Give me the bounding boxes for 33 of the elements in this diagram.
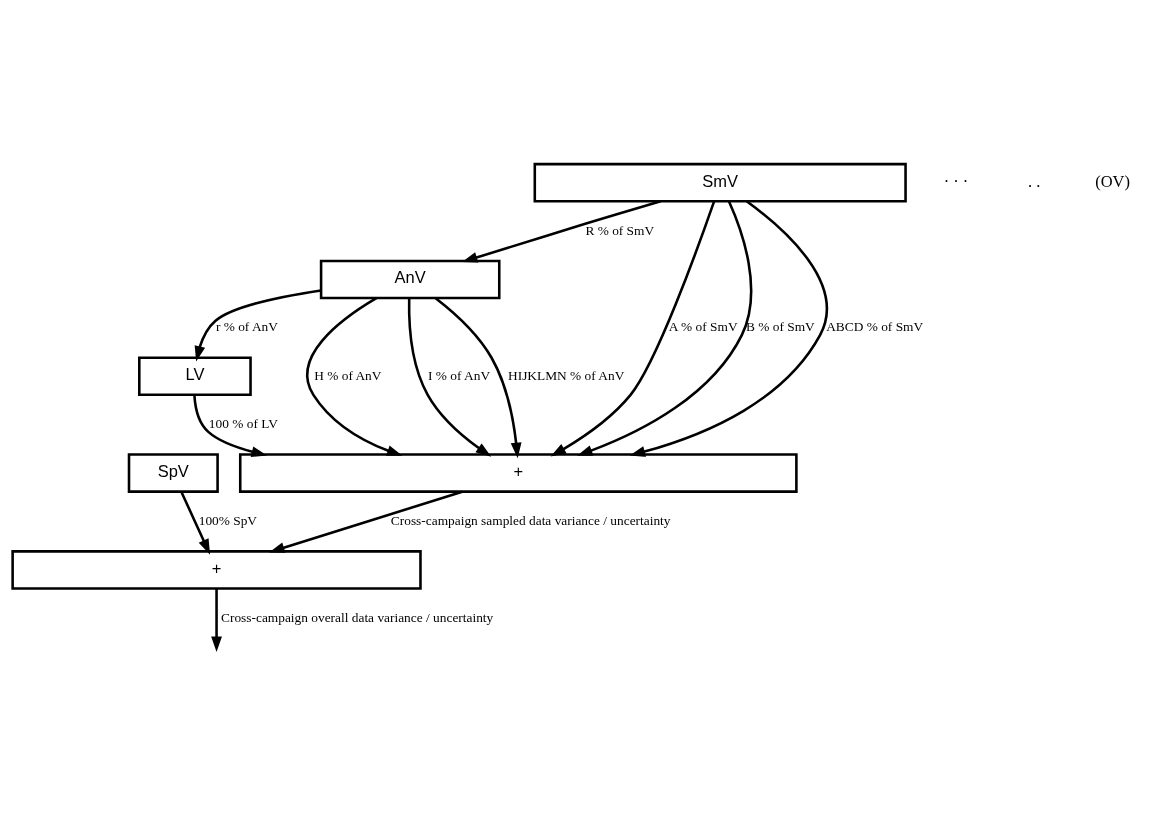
label: . .: [1028, 171, 1041, 191]
arrow: [306, 297, 403, 456]
edge-label: I % of AnV: [428, 367, 491, 383]
edge-label: R % of SmV: [585, 222, 655, 238]
arrow: [550, 200, 716, 457]
edge-label: 100% SpV: [198, 513, 258, 528]
edge-label: r % of AnV: [215, 319, 278, 335]
arrow: [434, 297, 522, 459]
arrow: [194, 289, 322, 362]
edge-label: H % of AnV: [314, 367, 382, 383]
edge-label: 100 % of LV: [208, 416, 278, 432]
arrow: [407, 298, 492, 457]
edge-label: Cross-campaign sampled data variance / uncertainty: [390, 513, 671, 528]
arrow: [629, 200, 828, 457]
edge-label: HIJKLMN % of AnV: [508, 367, 625, 383]
label: · · ·: [943, 171, 969, 191]
node-box: LV: [138, 356, 252, 397]
arrow: [577, 201, 753, 456]
arrow: [193, 394, 267, 457]
edge-label: B % of SmV: [746, 319, 815, 335]
node-box: +: [11, 550, 422, 590]
label: (OV): [1095, 171, 1130, 191]
node-box: AnV: [319, 259, 501, 300]
edge-label: A % of SmV: [668, 319, 738, 335]
edge-label: Cross-campaign overall data variance / uncertainty: [221, 609, 494, 625]
node-box: SmV: [533, 162, 907, 203]
node-box: SpV: [127, 453, 219, 493]
arrow: [180, 491, 211, 555]
node-box: +: [238, 453, 798, 493]
edge-label: ABCD % of SmV: [826, 319, 924, 335]
arrow: [211, 588, 222, 652]
arrow: [462, 200, 662, 263]
arrow: [269, 490, 463, 553]
